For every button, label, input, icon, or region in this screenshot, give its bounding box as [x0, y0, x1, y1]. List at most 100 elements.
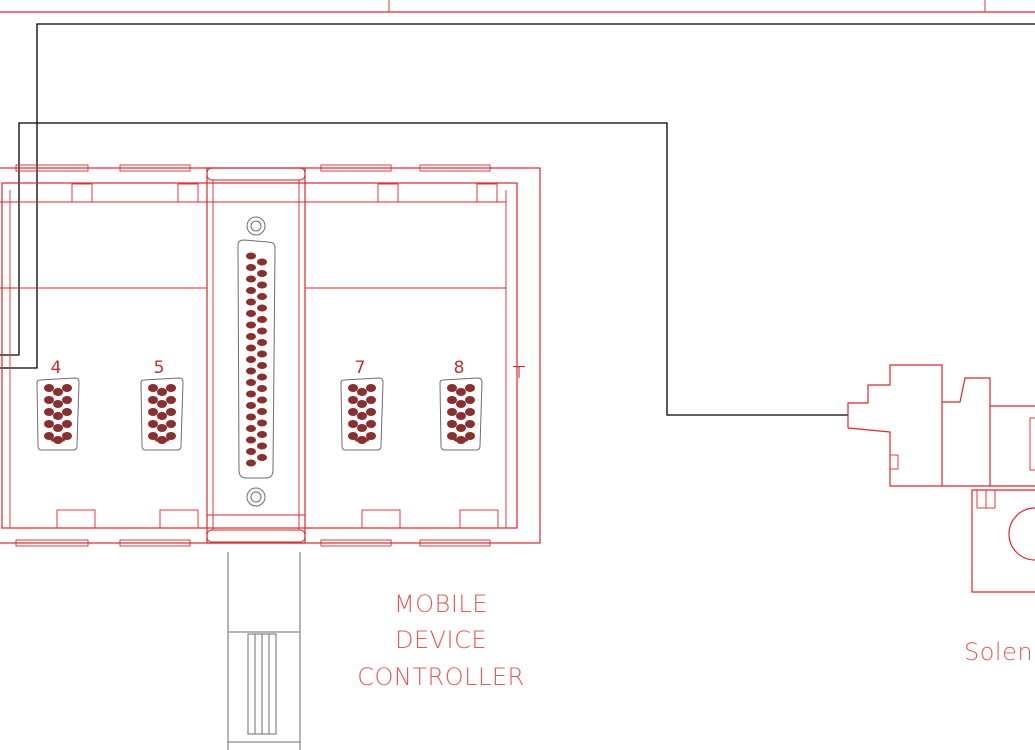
solenoid-label: Solen — [964, 638, 1033, 666]
connector-pin — [465, 408, 475, 416]
connector-pin — [166, 420, 176, 428]
connector-pin — [447, 420, 457, 428]
slot-marker: ⊤ — [512, 363, 527, 383]
connector-pin — [246, 287, 256, 294]
connector-pin — [62, 384, 72, 392]
connector-pin — [246, 356, 256, 363]
controller-label-line3: CONTROLLER — [357, 663, 524, 691]
connector-pin — [166, 384, 176, 392]
connector-pin — [366, 420, 376, 428]
solenoid-valve: Solen — [847, 364, 1035, 666]
connector-pin — [357, 388, 367, 396]
connector-pin — [53, 436, 63, 444]
connector-pin — [257, 362, 267, 369]
connector-pin — [456, 400, 466, 408]
connector-pin — [355, 438, 359, 442]
connector-pin — [246, 459, 256, 467]
connector-pin — [157, 412, 167, 420]
connector-pin — [257, 304, 267, 312]
connector-pin — [246, 436, 256, 444]
connector-pin — [53, 412, 63, 420]
connector-pin — [44, 420, 54, 428]
connector-pin — [44, 384, 54, 392]
connector-pin — [246, 344, 256, 352]
connector-pin — [157, 424, 167, 432]
connector-pin — [166, 432, 176, 440]
connector-pin — [246, 367, 256, 375]
connector-pin — [257, 316, 267, 323]
connector-pin — [257, 281, 267, 289]
connector-pin — [366, 396, 376, 404]
connector-pin — [456, 412, 466, 420]
connector-pin — [246, 310, 256, 317]
slot-label-7: 7 — [355, 358, 366, 378]
connector-pin — [456, 436, 466, 444]
connector-pin — [246, 298, 256, 306]
connector-pin — [148, 396, 158, 404]
connector-pin — [246, 321, 256, 329]
connector-pin — [257, 339, 267, 346]
connector-pin — [257, 419, 267, 427]
connector-pin — [257, 408, 267, 415]
connector-pin — [53, 424, 63, 432]
connector-pin — [447, 396, 457, 404]
connector-pin — [246, 413, 256, 421]
connector-pin — [157, 436, 167, 444]
connector-pin — [62, 420, 72, 428]
connector-pin — [246, 390, 256, 398]
controller-label-line2: DEVICE — [395, 626, 487, 654]
connector-pin — [257, 327, 267, 335]
slot-label-8: 8 — [454, 358, 465, 378]
connector-pin — [148, 408, 158, 416]
connector-pin — [366, 408, 376, 416]
connector-pin — [257, 270, 267, 277]
connector-pin — [348, 384, 358, 392]
ribbon-cable — [227, 552, 301, 750]
connector-pin — [357, 412, 367, 420]
connector-pin — [465, 420, 475, 428]
connector-pin — [357, 400, 367, 408]
connector-pin — [366, 384, 376, 392]
connector-pin — [157, 400, 167, 408]
connector-pin — [62, 396, 72, 404]
connector-pin — [465, 396, 475, 404]
connector-pin — [246, 425, 256, 432]
connector-pin — [366, 432, 376, 440]
connector-pin — [447, 384, 457, 392]
connector-pin — [257, 293, 267, 300]
connector-pin — [456, 424, 466, 432]
slot-label-4: 4 — [51, 358, 62, 378]
connector-pin — [465, 432, 475, 440]
db15-connector-7 — [340, 377, 384, 451]
connector-pin — [157, 388, 167, 396]
connector-pin — [246, 264, 256, 271]
connector-pin — [257, 385, 267, 392]
connector-pin — [62, 432, 72, 440]
connector-pin — [148, 420, 158, 428]
db37-connector — [237, 216, 276, 507]
connector-pin — [447, 408, 457, 416]
connector-pin — [166, 396, 176, 404]
connector-pin — [464, 438, 468, 442]
connector-pin — [53, 400, 63, 408]
connector-pin — [44, 408, 54, 416]
connector-pin — [348, 396, 358, 404]
slot-label-5: 5 — [154, 358, 165, 378]
connector-pin — [44, 432, 54, 440]
connector-pin — [257, 431, 267, 438]
db15-connector-8 — [439, 377, 483, 451]
connector-pin — [166, 408, 176, 416]
connector-pin — [348, 408, 358, 416]
connector-pin — [62, 408, 72, 416]
controller-label: MOBILE DEVICE CONTROLLER — [357, 590, 524, 691]
connector-pin — [257, 442, 267, 450]
connector-pin — [348, 420, 358, 428]
connector-pin — [246, 333, 256, 340]
connector-pin — [348, 432, 358, 440]
connector-pin — [246, 402, 256, 409]
connector-pin — [257, 454, 267, 461]
connector-pin — [365, 438, 369, 442]
connector-pin — [148, 384, 158, 392]
db15-connector-4 — [36, 377, 80, 451]
